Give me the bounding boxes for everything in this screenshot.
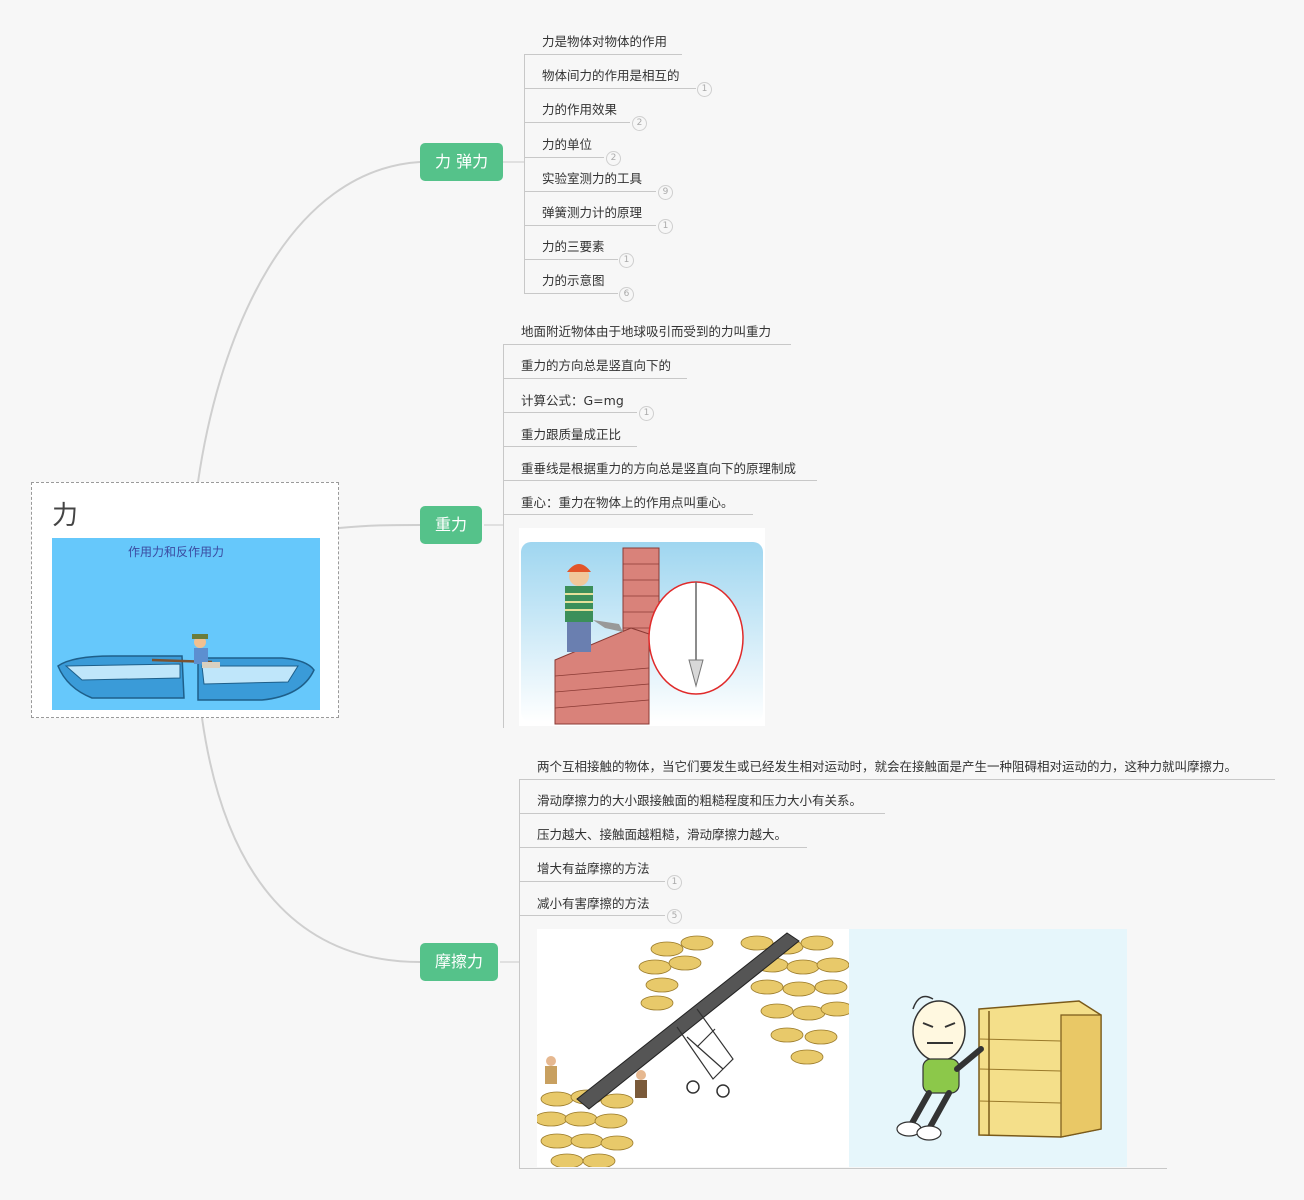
leaf-force-5[interactable]: 实验室测力的工具: [542, 171, 643, 186]
branch-gravity-spine: [503, 344, 504, 728]
branch-friction-spine: [519, 779, 520, 1168]
connector-root-to-friction: [201, 717, 421, 963]
leaf-force-5-badge[interactable]: 9: [658, 185, 673, 200]
leaf-force-8[interactable]: 力的示意图: [542, 273, 605, 288]
leaf-friction-4-badge[interactable]: 1: [667, 875, 682, 890]
branch-friction-label: 摩擦力: [435, 952, 484, 971]
leaf-force-8-badge[interactable]: 6: [619, 287, 634, 302]
boat-image-caption: 作用力和反作用力: [128, 545, 224, 559]
branch-gravity[interactable]: 重力: [420, 506, 483, 544]
branch-friction[interactable]: 摩擦力: [420, 943, 499, 981]
leaf-force-6[interactable]: 弹簧测力计的原理: [542, 205, 643, 220]
leaf-force-2-badge[interactable]: 1: [697, 82, 712, 97]
branch-gravity-label: 重力: [435, 515, 468, 534]
leaf-force-3[interactable]: 力的作用效果: [542, 102, 618, 117]
branch-force[interactable]: 力 弹力: [420, 143, 504, 181]
leaf-friction-2[interactable]: 滑动摩擦力的大小跟接触面的粗糙程度和压力大小有关系。: [537, 793, 863, 808]
leaf-force-4[interactable]: 力的单位: [542, 137, 593, 152]
leaf-friction-5[interactable]: 减小有害摩擦的方法: [537, 896, 650, 911]
root-topic[interactable]: 力 作用力和反作用力: [31, 482, 339, 718]
plumb-line-image: [519, 528, 765, 726]
leaf-gravity-6[interactable]: 重心：重力在物体上的作用点叫重心。: [521, 495, 734, 510]
leaf-force-6-badge[interactable]: 1: [658, 219, 673, 234]
leaf-force-2[interactable]: 物体间力的作用是相互的: [542, 68, 680, 83]
connector-root-to-gravity: [338, 524, 421, 529]
leaf-gravity-1[interactable]: 地面附近物体由于地球吸引而受到的力叫重力: [521, 324, 772, 339]
connector-root-to-force: [197, 161, 421, 483]
branch-force-spine: [524, 54, 525, 294]
leaf-gravity-3[interactable]: 计算公式：G=mg: [521, 393, 624, 408]
leaf-friction-4[interactable]: 增大有益摩擦的方法: [537, 861, 650, 876]
leaf-friction-3[interactable]: 压力越大、接触面越粗糙，滑动摩擦力越大。: [537, 827, 788, 842]
leaf-force-3-badge[interactable]: 2: [632, 116, 647, 131]
boat-image: 作用力和反作用力: [52, 538, 320, 710]
leaf-gravity-2[interactable]: 重力的方向总是竖直向下的: [521, 358, 672, 373]
leaf-force-7-badge[interactable]: 1: [619, 253, 634, 268]
leaf-gravity-3-badge[interactable]: 1: [639, 406, 654, 421]
conveyor-grain-image: [537, 929, 849, 1167]
pushing-box-image: [849, 929, 1127, 1167]
leaf-friction-1[interactable]: 两个互相接触的物体，当它们要发生或已经发生相对运动时，就会在接触面是产生一种阻碍…: [537, 759, 1238, 774]
leaf-force-4-badge[interactable]: 2: [606, 151, 621, 166]
root-title: 力: [52, 501, 79, 531]
leaf-friction-5-badge[interactable]: 5: [667, 909, 682, 924]
leaf-gravity-5[interactable]: 重垂线是根据重力的方向总是竖直向下的原理制成: [521, 461, 797, 476]
branch-force-label: 力 弹力: [435, 152, 489, 171]
leaf-force-7[interactable]: 力的三要素: [542, 239, 605, 254]
leaf-gravity-4[interactable]: 重力跟质量成正比: [521, 427, 622, 442]
leaf-force-1[interactable]: 力是物体对物体的作用: [542, 34, 668, 49]
